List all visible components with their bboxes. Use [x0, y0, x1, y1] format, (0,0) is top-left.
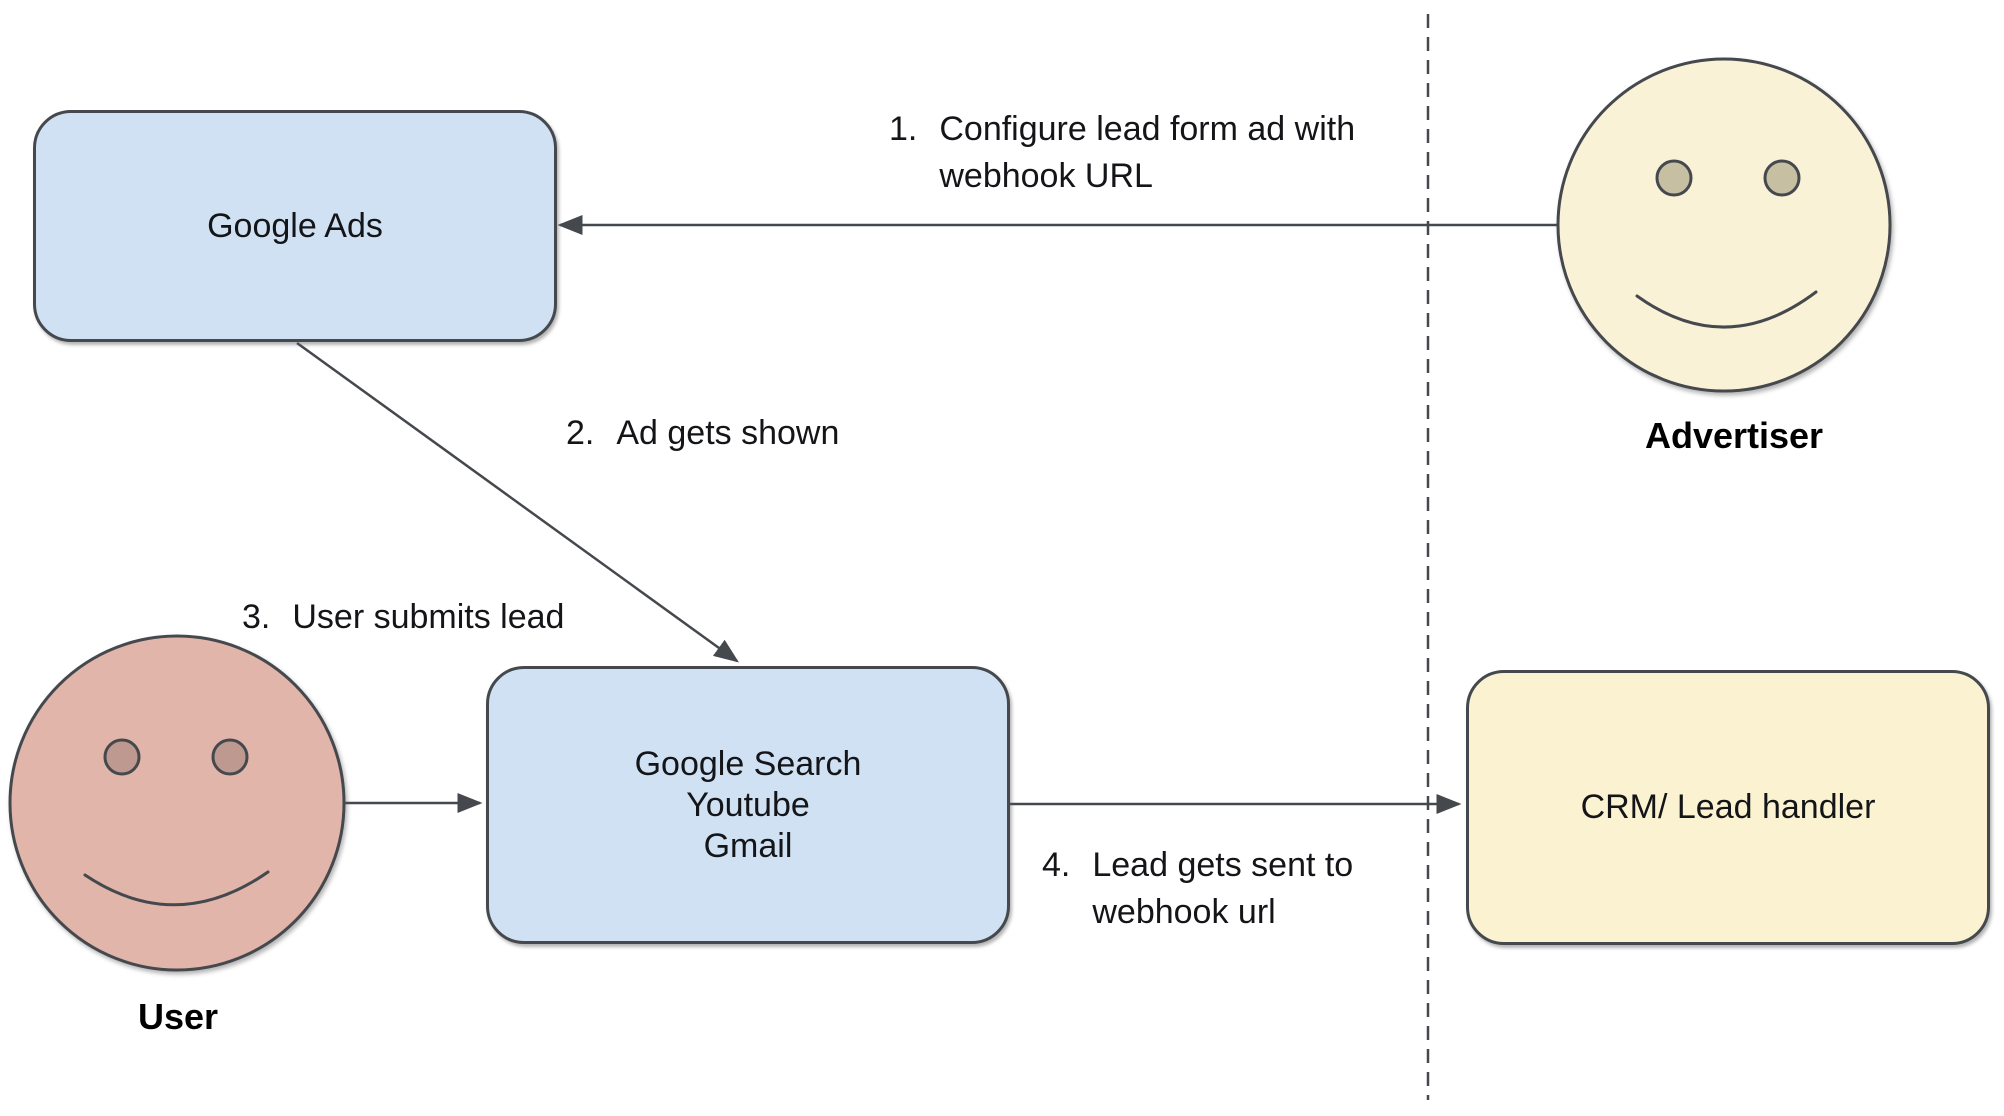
step-3-text: User submits lead [292, 594, 564, 641]
step-1-line-1: Configure lead form ad with [939, 110, 1356, 148]
step-4-line-1: Lead gets sent to [1092, 846, 1354, 884]
advertiser-smile-icon [1635, 290, 1818, 329]
step-1-label: 1. Configure lead form ad with webhook U… [889, 106, 1355, 200]
step-4-label: 4. Lead gets sent to webhook url [1042, 842, 1353, 936]
google-ads-label: Google Ads [207, 206, 383, 245]
step-3-number: 3. [242, 598, 271, 636]
advertiser-head [1556, 57, 1892, 393]
step-2-line-1: Ad gets shown [616, 414, 840, 452]
user-face [8, 634, 346, 972]
arrow-2-ad-gets-shown [296, 341, 740, 663]
step-2-label: 2. Ad gets shown [566, 410, 839, 457]
step-1-number: 1. [889, 110, 918, 148]
user-smile-icon [83, 870, 270, 907]
crm-node: CRM/ Lead handler [1466, 670, 1990, 945]
step-1-line-2: webhook URL [939, 157, 1153, 195]
step-3-label: 3. User submits lead [242, 594, 564, 641]
step-4-line-2: webhook url [1092, 893, 1276, 931]
step-4-number: 4. [1042, 846, 1071, 884]
step-1-text: Configure lead form ad with webhook URL [939, 106, 1355, 200]
google-surfaces-node: Google Search Youtube Gmail [486, 666, 1010, 944]
step-2-number: 2. [566, 414, 595, 452]
advertiser-face [1556, 57, 1892, 393]
user-right-eye-icon [211, 738, 249, 776]
advertiser-right-eye-icon [1763, 159, 1801, 197]
google-ads-node: Google Ads [33, 110, 557, 342]
crm-label: CRM/ Lead handler [1580, 788, 1876, 826]
google-surfaces-label-search: Google Search [634, 744, 862, 783]
user-head [8, 634, 346, 972]
step-2-text: Ad gets shown [616, 410, 839, 457]
user-label: User [137, 996, 219, 1037]
user-left-eye-icon [103, 738, 141, 776]
advertiser-label: Advertiser [1644, 415, 1824, 456]
advertiser-left-eye-icon [1655, 159, 1693, 197]
google-surfaces-label-gmail: Gmail [703, 826, 793, 865]
step-3-line-1: User submits lead [292, 598, 565, 636]
step-4-text: Lead gets sent to webhook url [1092, 842, 1353, 936]
google-surfaces-label-youtube: Youtube [686, 785, 810, 824]
